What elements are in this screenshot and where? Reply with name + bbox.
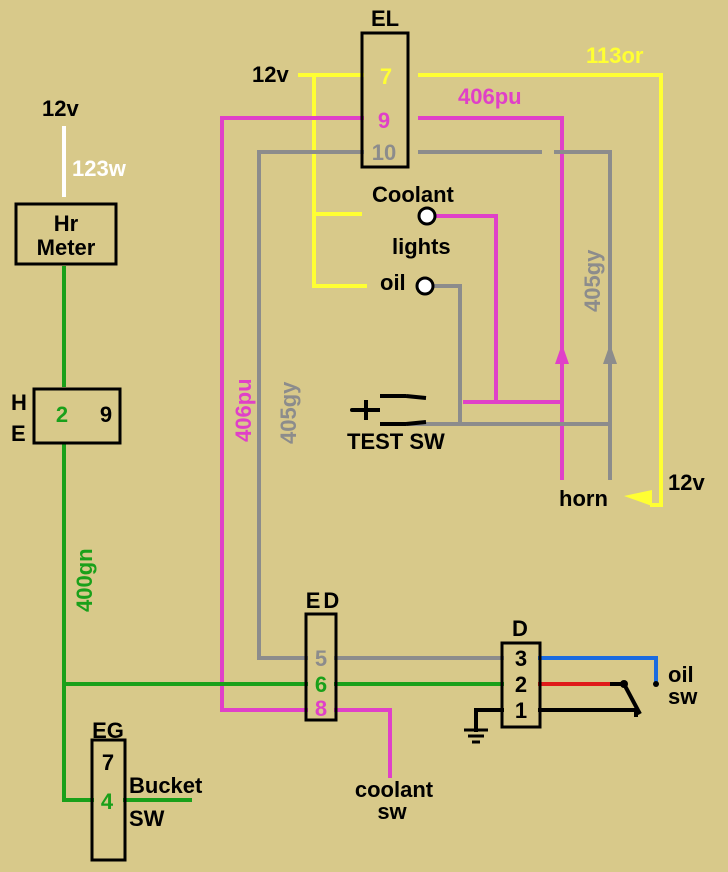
d-title: D	[512, 616, 528, 641]
ed-title: ED	[306, 588, 343, 613]
d-pin1: 1	[515, 698, 527, 723]
pink-wire-406pu-main	[220, 116, 364, 712]
hr-meter-box	[14, 202, 118, 266]
green-wire-400gn	[62, 444, 94, 802]
bucket-sw-line1: Bucket	[129, 773, 203, 798]
pink-wire-coolant-sw	[334, 708, 392, 778]
blue-wire	[538, 656, 658, 682]
he-connector	[32, 387, 122, 445]
wire-113or-label: 113or	[586, 43, 644, 68]
coolant-sw-line1: coolant	[355, 777, 434, 802]
oil-label: oil	[380, 270, 406, 295]
yellow-arrow-icon	[624, 490, 652, 506]
pink-wire-coolant-lamp	[436, 214, 498, 404]
wire-123w-label: 123w	[72, 156, 127, 181]
el-pin9: 9	[378, 108, 390, 133]
gray-wire-405gy-horn	[418, 150, 612, 480]
supply-12v-horn: 12v	[668, 470, 705, 495]
yellow-wire-lamp-feed	[312, 73, 367, 288]
black-wire-ground	[474, 708, 504, 732]
eg-connector	[90, 738, 127, 862]
gray-wire-oil-lamp	[434, 284, 462, 426]
d-connector	[500, 641, 542, 729]
el-pin7: 7	[380, 64, 392, 89]
gray-arrow-icon	[603, 344, 617, 364]
wire-406pu-left-label: 406pu	[231, 378, 256, 442]
eg-pin7: 7	[102, 750, 114, 775]
wire-406pu-top-label: 406pu	[458, 84, 522, 109]
supply-12v-left: 12v	[42, 96, 79, 121]
ed-connector	[304, 612, 338, 722]
he-e-label: E	[11, 421, 26, 446]
oil-lamp-icon	[415, 276, 435, 296]
el-connector	[360, 31, 410, 169]
test-switch-symbol	[350, 394, 427, 426]
gray-wire-405gy-main	[257, 150, 364, 660]
pink-arrow-icon	[555, 344, 569, 364]
d-pin2: 2	[515, 672, 527, 697]
wire-400gn-label: 400gn	[72, 548, 97, 612]
supply-12v-top: 12v	[252, 62, 289, 87]
coolant-label: Coolant	[372, 182, 455, 207]
he-h-label: H	[11, 390, 27, 415]
lights-label: lights	[392, 234, 451, 259]
he-pin2: 2	[56, 402, 68, 427]
bucket-sw-line2: SW	[129, 806, 165, 831]
horn-arrows	[555, 344, 652, 506]
ed-pin8: 8	[315, 696, 327, 721]
ed-pin5: 5	[315, 646, 327, 671]
hr-meter-line1: Hr	[54, 211, 79, 236]
wire-405gy-right-label: 405gy	[580, 249, 605, 312]
ground-symbol	[464, 728, 488, 744]
coolant-sw-line2: sw	[377, 799, 407, 824]
coolant-lamp-icon	[417, 206, 437, 226]
test-sw-label: TEST SW	[347, 429, 445, 454]
oil-switch-symbol	[620, 680, 659, 715]
d-pin3: 3	[515, 646, 527, 671]
wire-405gy-left-label: 405gy	[276, 381, 301, 444]
el-pin10: 10	[372, 140, 396, 165]
hr-meter-line2: Meter	[37, 235, 96, 260]
yellow-wire-113or	[418, 73, 663, 507]
oil-sw-line1: oil	[668, 662, 694, 687]
horn-label: horn	[559, 486, 608, 511]
el-title: EL	[371, 6, 399, 31]
he-pin9: 9	[100, 402, 112, 427]
eg-title: EG	[92, 718, 124, 743]
ed-pin6: 6	[315, 672, 327, 697]
eg-pin4: 4	[101, 789, 114, 814]
oil-sw-line2: sw	[668, 684, 698, 709]
